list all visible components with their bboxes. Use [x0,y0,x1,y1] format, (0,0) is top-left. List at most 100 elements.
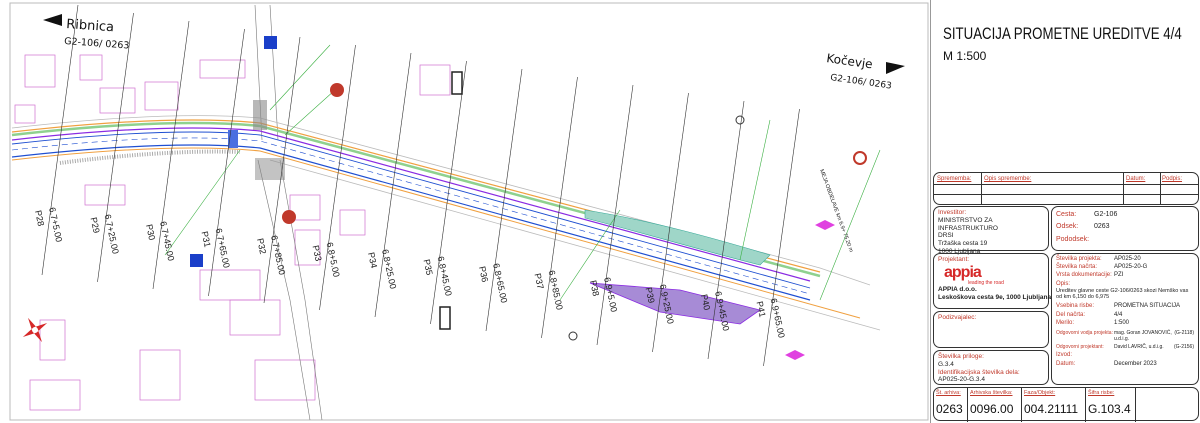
designer-address: Leskoškova cesta 9e, 1000 Ljubljana [938,294,1052,302]
subcontractor-box: Podizvajalec: [933,311,1049,348]
section-label: Odsek: [1056,223,1079,231]
road-value: G2-106 [1094,211,1118,218]
rev-header: Opis spremembe: [984,176,1032,182]
designer-name: APPIA d.o.o. [938,286,977,294]
project-info-box: Številka projekta: AP025-20 Številka načr… [1051,253,1199,385]
sign-prohibition-icon [282,210,296,224]
id-value: AP025-20-G.3.4 [938,376,985,384]
profile-line [41,4,79,276]
lead-value: mag. Goran JOVANOVIĆ, u.d.i.g. [1114,329,1172,342]
date-value: December 2023 [1114,360,1157,367]
archive-label: Faza/Objekt: [1024,390,1056,396]
attachment-label: Številka priloge: [938,353,984,360]
sheet-label: Del načrta: [1056,312,1086,319]
subsection-label: Pododsek: [1056,235,1090,243]
designer-resp-id: (G-2156) [1173,343,1194,350]
profile-line [763,108,800,367]
investor-line: 1000 Ljubljana [938,247,981,255]
archive-label: Šifra risbe: [1088,390,1115,396]
investor-line: Tržaška cesta 19 [938,240,988,248]
profile-station-label: 6.8+65.00 [491,262,509,303]
attachment-value: G.3.4 [938,360,954,368]
profile-line [319,44,356,311]
scale-label: Merilo: [1056,320,1075,327]
profile-station-label: 6.8+85.00 [547,269,565,310]
lead-id: (G-2118) [1174,329,1194,336]
profile-line [374,52,412,318]
profile-line [485,68,523,332]
rev-header: Sprememba: [937,176,972,182]
profile-name-label: P34 [366,251,379,269]
id-label: Identifikacijska številka dela: [938,368,1020,376]
arrow-left-icon [43,14,62,26]
profile-name-label: P36 [477,265,490,283]
sign-blue-icon [264,36,277,49]
profile-name-label: P29 [89,216,102,234]
archive-value: 004.21111 [1024,401,1079,416]
revision-table: Sprememba: Opis spremembe: Datum: Podpis… [933,172,1199,205]
designer-resp-value: David LAVRIČ, u.d.i.g. [1114,343,1164,350]
profile-name-label: P32 [255,237,268,255]
sign-icon [735,115,745,125]
doc-type-label: Vrsta dokumentacije: [1056,272,1112,279]
profile-name-label: P38 [588,279,601,297]
profile-line [152,20,190,290]
plan-number-value: AP025-20-G [1114,264,1148,271]
profile-line [263,36,301,304]
profile-station-label: 6.9+5.00 [602,276,619,313]
profile-name-label: P39 [644,286,657,304]
project-number-value: AP025-20 [1114,256,1141,262]
investor-label: Investitor: [938,209,967,216]
direction-left-road: G2-106/ 0263 [64,36,130,52]
project-number-label: Številka projekta: [1056,256,1102,262]
section-end-note: MEJA OBDELAVE km 6.9+ 75.20 m [818,169,854,254]
description-value: Ureditev glavne ceste G2-106/0263 skozi … [1056,287,1189,301]
profile-line [430,60,467,325]
road-label: Cesta: [1056,211,1077,218]
profile-line [97,12,134,283]
sheet-value: 4/4 [1114,312,1123,319]
scale-value: 1:500 [1114,320,1130,327]
profile-station-label: 6.7+45.00 [158,220,176,261]
description-label: Opis: [1056,280,1071,287]
profile-station-label: 6.8+45.00 [436,255,454,296]
profile-line [596,84,634,346]
north-arrow-icon [22,317,48,343]
cadastral-parcels [14,54,451,411]
profile-name-label: P30 [144,223,157,241]
profile-station-label: 6.8+5.00 [325,241,342,278]
profile-station-label: 6.8+25.00 [380,248,398,289]
profile-name-label: P28 [33,209,46,227]
traffic-signs [190,36,867,360]
designer-label: Projektant: [938,256,970,263]
profile-name-label: P31 [200,230,213,248]
copy-label: Izvod: [1056,351,1073,358]
lead-label: Odgovorni vodja projekta: [1056,329,1113,336]
profile-station-label: 6.7+85.00 [269,234,287,275]
doc-type-value: PZI [1114,272,1124,279]
rev-header: Podpis: [1162,176,1183,182]
archive-label: Arhivska številka: [970,390,1013,396]
sign-board-icon [439,306,451,330]
archive-label: Št. arhiva: [936,390,961,396]
direction-right-name: Kočevje [826,51,874,71]
profile-station-label: 6.7+25.00 [103,213,121,254]
profile-line [707,100,745,360]
drawing-title: SITUACIJA PROMETNE UREDITVE 4/4 [943,24,1182,43]
profile-name-label: P33 [311,244,324,262]
profile-station-label: 6.7+5.00 [47,206,64,243]
profile-name-label: P40 [699,293,712,311]
profile-line [652,92,689,353]
sign-board-icon [451,71,463,95]
attachment-box: Številka priloge: G.3.4 Identifikacijska… [933,350,1049,385]
profile-name-label: P41 [755,300,768,318]
rev-header: Datum: [1126,176,1146,182]
plan-number-label: Številka načrta: [1056,264,1098,271]
designer-resp-label: Odgovorni projektant: [1056,343,1104,350]
archive-value: 0096.00 [970,401,1014,416]
drawing-scale: M 1:500 [943,49,987,63]
profile-name-label: P35 [422,258,435,276]
content-value: PROMETNA SITUACIJA [1114,302,1181,309]
